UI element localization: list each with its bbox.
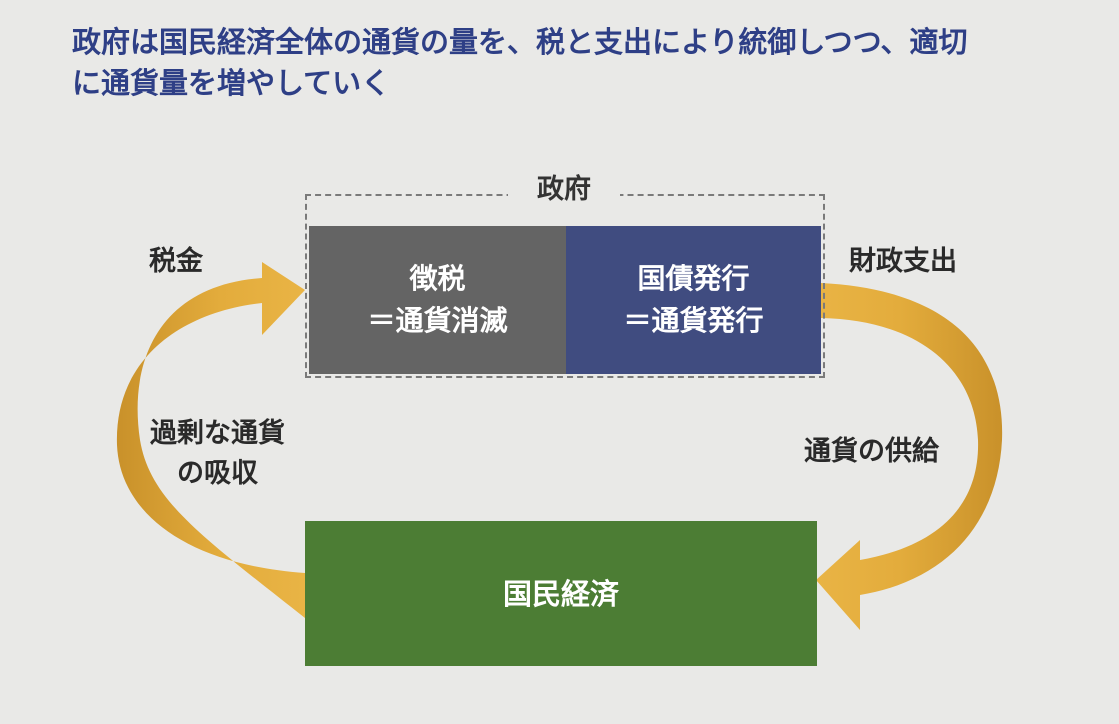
bond-box: 国債発行 ＝通貨発行 [566,226,821,374]
bond-box-line-1: 国債発行 [637,262,750,295]
supply-label: 通貨の供給 [804,436,939,467]
bond-box-line-2: ＝通貨発行 [623,304,764,337]
absorb-label-line-2: の吸収 [177,458,258,489]
tax-box: 徴税 ＝通貨消滅 [309,226,566,374]
tax-label: 税金 [149,246,203,277]
title-line-2: に通貨量を増やしていく [72,66,391,100]
spending-arrow [816,283,1003,630]
tax-arrow [116,262,306,618]
absorb-label: 過剰な通貨 の吸収 [150,414,285,494]
spending-label: 財政支出 [849,246,957,277]
economy-box: 国民経済 [305,521,817,666]
title-line-1: 政府は国民経済全体の通貨の量を、税と支出により統御しつつ、適切 [72,25,968,59]
economy-box-label: 国民経済 [502,576,619,611]
tax-box-line-2: ＝通貨消滅 [367,304,508,337]
government-label: 政府 [508,170,620,210]
absorb-label-line-1: 過剰な通貨 [150,418,285,449]
slide-title: 政府は国民経済全体の通貨の量を、税と支出により統御しつつ、適切 に通貨量を増やし… [72,22,1092,104]
tax-box-line-1: 徴税 [409,262,466,295]
